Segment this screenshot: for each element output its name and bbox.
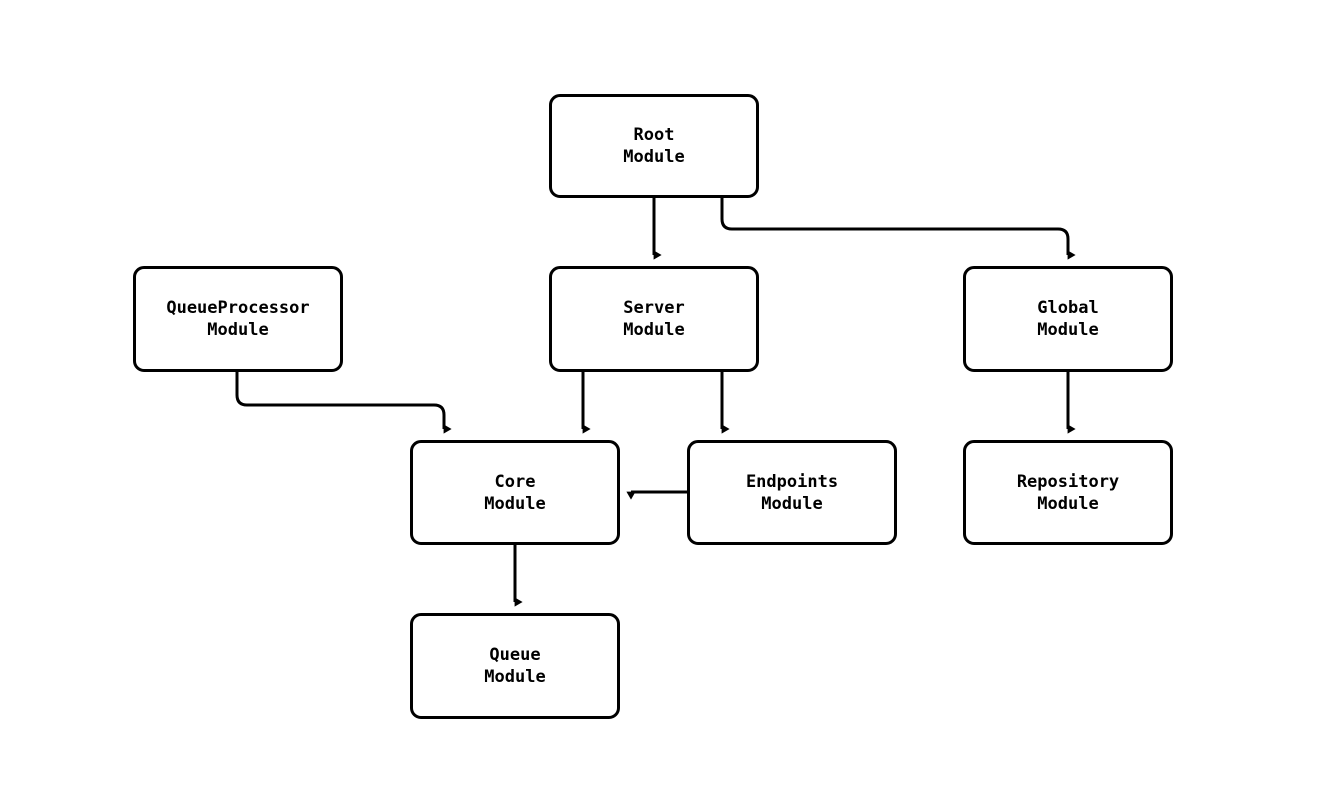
- node-label: Endpoints Module: [745, 471, 839, 514]
- node-label: Root Module: [623, 125, 685, 167]
- node-label: Server Module: [623, 298, 685, 340]
- node-root-module[interactable]: Root Module: [549, 94, 759, 198]
- node-endpoints-module[interactable]: Endpoints Module: [687, 440, 897, 545]
- node-repository-module[interactable]: Repository Module: [963, 440, 1173, 545]
- node-core-module[interactable]: Core Module: [410, 440, 620, 545]
- node-queue-module[interactable]: Queue Module: [410, 613, 620, 719]
- node-label: Core Module: [484, 471, 546, 514]
- node-label: Queue Module: [484, 645, 546, 687]
- edge-root-to-global: [720, 198, 1076, 260]
- node-label: Global Module: [1037, 298, 1099, 340]
- node-server-module[interactable]: Server Module: [549, 266, 759, 372]
- node-global-module[interactable]: Global Module: [963, 266, 1173, 372]
- edge-queueprocessor-to-core: [235, 372, 452, 434]
- edges-group: [235, 198, 1076, 607]
- node-label: QueueProcessor Module: [166, 298, 310, 340]
- node-label: Repository Module: [1016, 471, 1120, 514]
- node-queueprocessor-module[interactable]: QueueProcessor Module: [133, 266, 343, 372]
